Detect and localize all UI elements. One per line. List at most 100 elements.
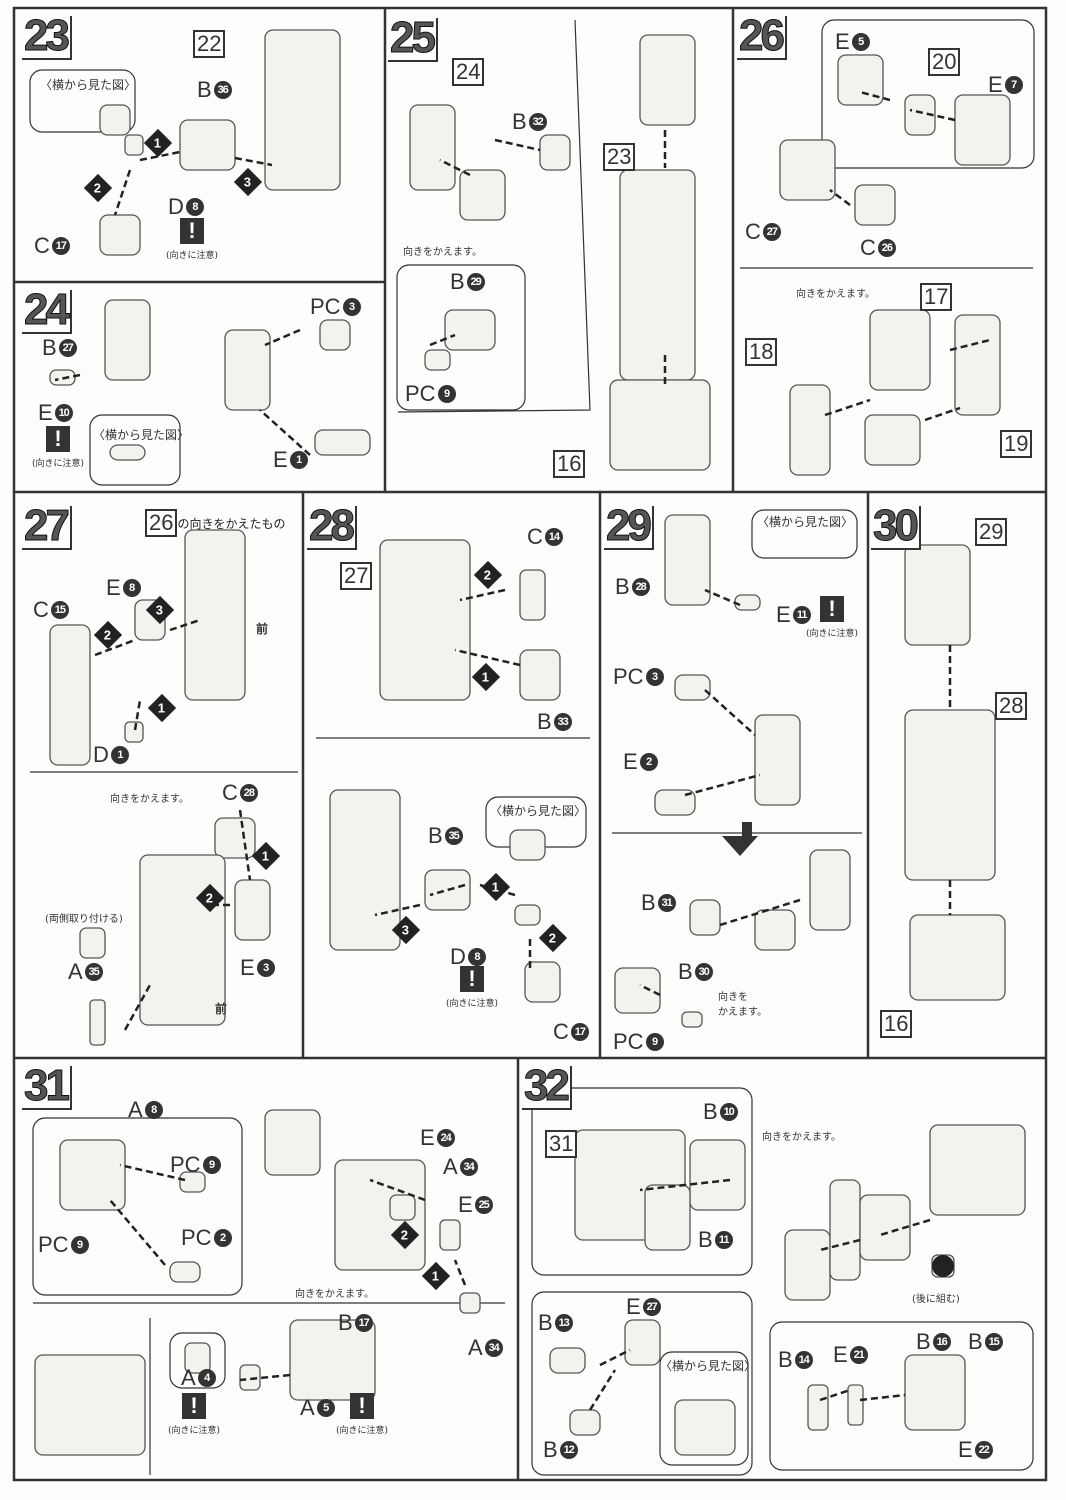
assembly-arrow	[259, 409, 311, 456]
part-runner-letter: E	[988, 72, 1003, 97]
assembly-arrow	[429, 883, 466, 897]
model-part-sketch	[954, 314, 1001, 416]
model-part-sketch	[319, 319, 351, 351]
part-number-badge: 11	[714, 1231, 733, 1249]
side-view-label: 〈横から見た図〉	[660, 1359, 757, 1373]
part-number-badge: 2	[213, 1229, 232, 1247]
assembly-arrow	[684, 773, 761, 797]
part-number-badge: 35	[84, 963, 103, 981]
assembly-arrow	[133, 699, 142, 731]
assembly-arrow	[639, 1178, 731, 1192]
step-number: 25	[388, 15, 438, 62]
subassembly-ref-box: 28	[995, 692, 1028, 720]
assembly-arrow	[879, 1218, 931, 1237]
model-part-sketch	[654, 789, 696, 816]
sequence-number: 1	[492, 879, 500, 895]
step-number: 26	[737, 13, 787, 60]
model-part-sketch	[234, 879, 271, 941]
orientation-warning: !(向きに注意)	[446, 966, 498, 1009]
model-part-sketch	[644, 1184, 691, 1251]
part-runner-letter: B	[512, 109, 527, 134]
model-part-sketch	[689, 899, 721, 936]
assembly-arrow	[454, 648, 521, 667]
model-part-sketch	[139, 854, 226, 1026]
model-part-sketch	[864, 414, 921, 466]
part-number-badge: 8	[467, 948, 486, 966]
step-number: 30	[871, 503, 921, 550]
instruction-note: 向きをかえます。	[403, 247, 482, 258]
part-runner-letter: PC	[405, 381, 436, 406]
step-number: 31	[22, 1063, 72, 1110]
subassembly-ref-box: 17	[920, 283, 953, 311]
model-part-sketch	[904, 94, 936, 136]
part-runner-letter: PC	[613, 664, 644, 689]
model-part-sketch	[609, 379, 711, 471]
step-number: 27	[22, 503, 72, 550]
model-part-sketch	[389, 1194, 416, 1221]
assembly-arrow	[829, 189, 851, 206]
model-part-sketch	[99, 104, 131, 136]
subassembly-ref-box: 20	[928, 48, 961, 76]
part-runner-letter: B	[450, 269, 465, 294]
sequence-number: 1	[482, 669, 490, 685]
part-runner-letter: C	[553, 1019, 569, 1044]
model-part-sketch	[184, 529, 246, 701]
assembly-arrow	[234, 156, 273, 167]
sequence-number: 1	[154, 135, 162, 151]
assembly-arrow	[479, 883, 516, 897]
part-runner-letter: B	[641, 890, 656, 915]
model-part-sketch	[909, 914, 1006, 1001]
detail-callout-box	[169, 1332, 226, 1389]
front-direction-label: 前	[215, 1002, 228, 1016]
assembly-arrow	[704, 588, 741, 607]
detail-callout-box	[396, 264, 526, 411]
part-runner-letter: B	[338, 1310, 353, 1335]
model-part-sketch	[224, 329, 271, 411]
model-part-sketch	[264, 29, 341, 191]
assemble-later-marker	[932, 1255, 954, 1277]
part-runner-letter: B	[42, 335, 57, 360]
assembly-arrow	[94, 638, 136, 657]
model-part-sketch	[734, 594, 761, 611]
model-part-sketch	[624, 1319, 661, 1366]
part-runner-letter: B	[538, 1310, 553, 1335]
part-number-badge: 28	[631, 578, 650, 596]
part-runner-letter: E	[626, 1294, 641, 1319]
model-part-sketch	[639, 34, 696, 126]
part-number-badge: 28	[239, 784, 258, 802]
part-number-badge: 5	[851, 33, 870, 51]
model-part-sketch	[444, 309, 496, 351]
part-number-badge: 15	[984, 1333, 1003, 1351]
side-view-label: 〈横から見た図〉	[757, 515, 854, 529]
sequence-number: 3	[156, 602, 164, 618]
instruction-note: 向きをかえます。	[796, 289, 875, 300]
assembly-arrow	[824, 398, 871, 417]
model-part-sketch	[314, 429, 371, 456]
part-runner-letter: C	[34, 233, 50, 258]
orientation-warning: !(向きに注意)	[168, 1393, 220, 1436]
part-runner-letter: E	[958, 1437, 973, 1462]
warning-caption: (向きに注意)	[168, 1426, 221, 1436]
model-part-sketch	[329, 789, 401, 951]
model-part-sketch	[49, 624, 91, 766]
part-number-badge: 14	[794, 1351, 813, 1369]
sequence-number: 1	[262, 848, 270, 864]
part-runner-letter: E	[273, 447, 288, 472]
assembly-arrow	[459, 588, 506, 602]
